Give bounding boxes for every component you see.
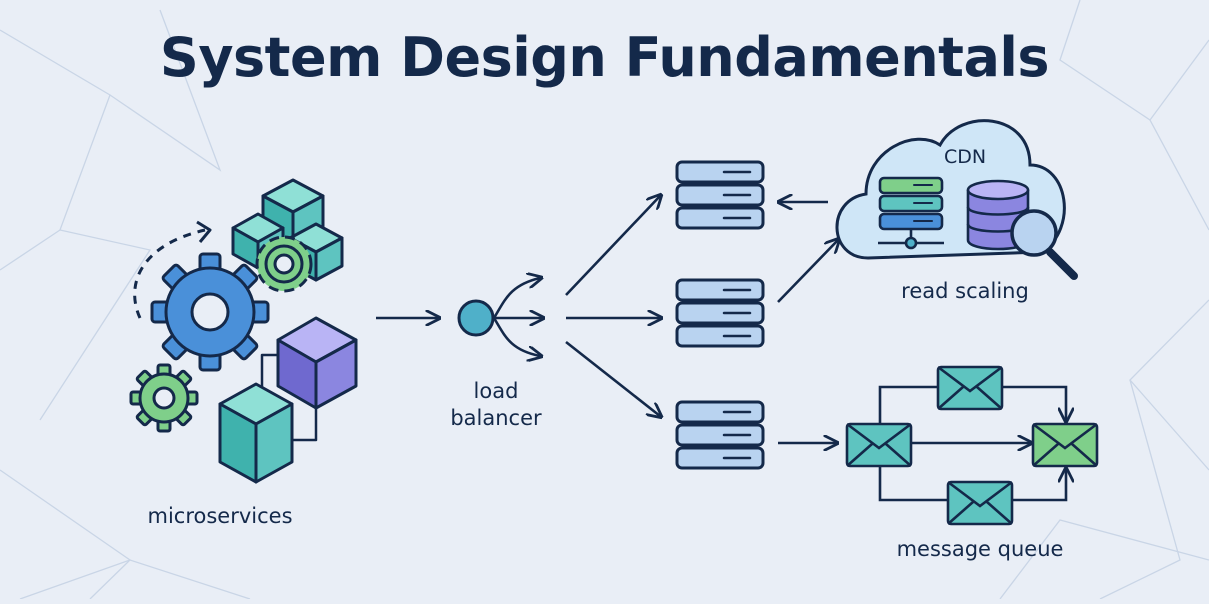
magnifier-icon [1010,209,1078,280]
load-balancer-label-line2: balancer [450,406,542,430]
read-scaling-label: read scaling [901,279,1029,303]
server-icon [675,160,765,230]
gear-icon [255,235,313,293]
rotate-arrow-icon [133,228,206,319]
server-icon [675,278,765,348]
server-icon [878,176,944,250]
server-icon [675,400,765,470]
microservices-icon [129,178,358,484]
microservices-label: microservices [147,504,293,528]
envelope-icon [1031,422,1099,468]
envelope-icon [845,422,913,468]
load-balancer-label-line1: load [473,379,519,403]
load-balancer-icon [457,278,542,356]
cube-icon [218,382,294,484]
page-title: System Design Fundamentals [159,26,1050,89]
distribution-arrows [565,196,660,416]
gear-icon [150,252,270,372]
cdn-label: CDN [943,146,987,168]
envelope-icon [936,365,1004,411]
envelope-icon [946,480,1014,526]
gear-icon [129,363,199,433]
queue-connectors [878,385,1066,502]
load-balancer-label: load balancer [436,378,556,432]
cdn-arrows [778,202,838,303]
message-queue-label: message queue [896,537,1064,561]
cube-icon [276,316,358,410]
